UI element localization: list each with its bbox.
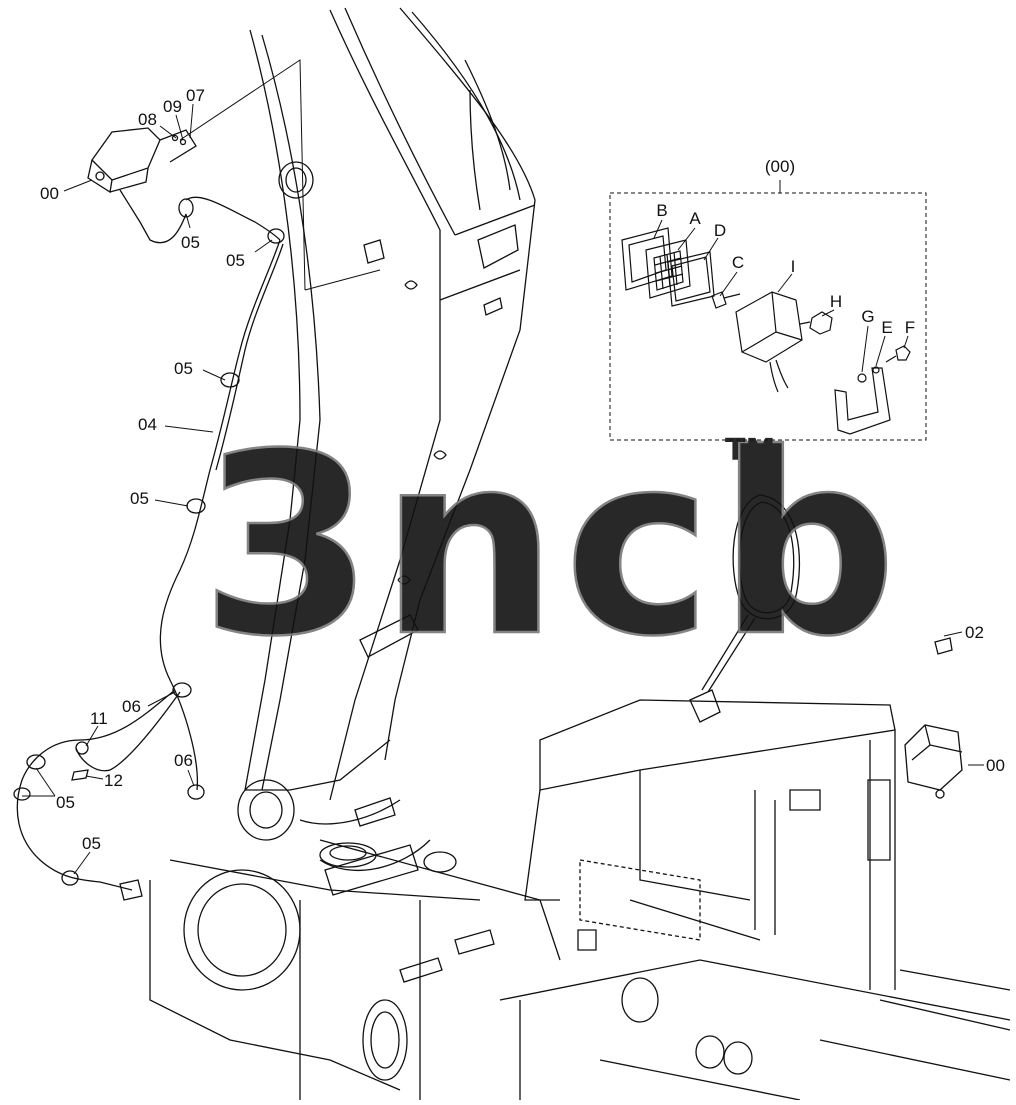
callout-05-c: 05	[174, 359, 193, 378]
part-label-I: I	[791, 257, 796, 276]
callout-lamp-right: 00	[986, 756, 1005, 775]
callout-04: 04	[138, 415, 157, 434]
callout-05-e: 05	[56, 793, 75, 812]
part-label-F: F	[905, 318, 915, 337]
detail-box-border	[609, 192, 927, 441]
callout-08: 08	[138, 110, 157, 129]
detail-leaders	[653, 219, 909, 373]
part-label-G: G	[861, 307, 874, 326]
wire-harness	[13, 189, 285, 901]
part-label-E: E	[881, 318, 892, 337]
callout-07: 07	[186, 86, 205, 105]
callouts: 00 08 09 07 05 05 05 04 05 06 11 06 12 0…	[40, 86, 1005, 853]
watermark-tm: TM	[725, 433, 775, 468]
callout-05-b: 05	[226, 251, 245, 270]
part-label-H: H	[830, 292, 842, 311]
callout-05-f: 05	[82, 834, 101, 853]
callout-05-a: 05	[181, 233, 200, 252]
part-label-B: B	[656, 201, 667, 220]
work-lamp-top	[87, 127, 197, 194]
part-label-A: A	[689, 209, 701, 228]
part-label-C: C	[732, 253, 744, 272]
part-label-D: D	[714, 221, 726, 240]
callout-05-d: 05	[130, 489, 149, 508]
detail-box-title: (00)	[765, 157, 795, 176]
callout-06-a: 06	[122, 697, 141, 716]
callout-02: 02	[965, 623, 984, 642]
cab-frame	[149, 494, 1011, 1101]
callout-06-b: 06	[174, 751, 193, 770]
callout-lamp-top: 00	[40, 184, 59, 203]
detail-box: (00)	[609, 157, 927, 441]
leader-lines	[22, 103, 984, 875]
callout-09: 09	[163, 97, 182, 116]
watermark: 3ncb TM	[199, 399, 903, 693]
watermark-logo: 3ncb	[200, 400, 903, 691]
callout-11: 11	[90, 709, 108, 728]
detail-parts-drawing	[621, 227, 911, 435]
callout-12: 12	[104, 771, 123, 790]
lamp-mount-frame	[179, 59, 381, 291]
boom-arm	[237, 7, 536, 896]
work-lamp-right	[904, 637, 963, 799]
